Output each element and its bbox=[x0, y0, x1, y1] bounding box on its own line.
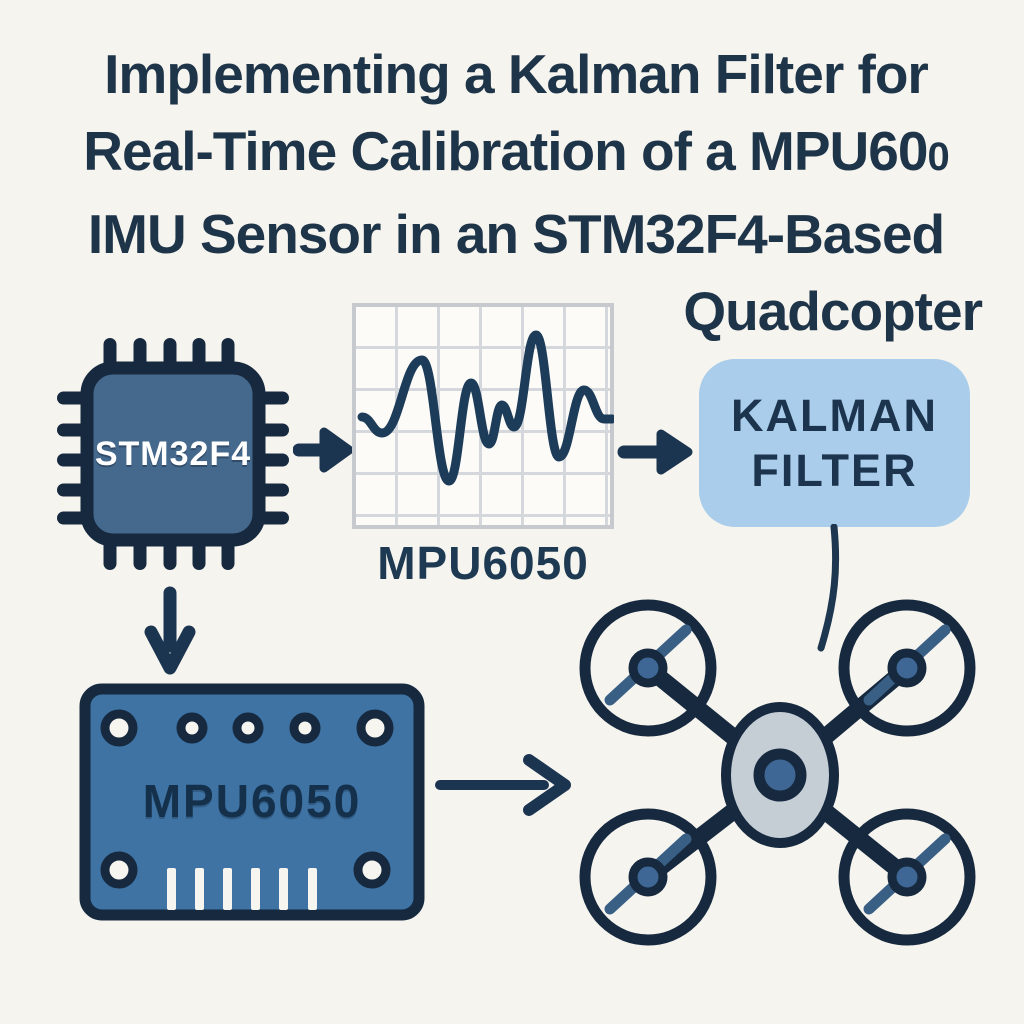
title-line-1: Implementing a Kalman Filter for bbox=[104, 43, 929, 105]
title-line-4: Quadcopter bbox=[683, 280, 983, 342]
kalman-filter-box: KALMAN FILTER bbox=[699, 359, 970, 527]
board-label: MPU6050 bbox=[142, 775, 362, 827]
chip-pins-and-body bbox=[57, 338, 289, 570]
arrow-down-icon bbox=[144, 586, 196, 675]
title-line-3: IMU Sensor in an STM32F4-Based bbox=[87, 203, 945, 265]
kalman-to-quadcopter-connector bbox=[817, 524, 840, 652]
arrow-right-icon bbox=[293, 427, 354, 473]
mpu6050-board-icon: MPU6050 bbox=[78, 682, 426, 922]
waveform-caption: MPU6050 bbox=[377, 537, 589, 589]
stm32f4-chip-icon: STM32F4 bbox=[57, 338, 289, 570]
signal-trace bbox=[357, 330, 614, 486]
kalman-label-line-1: KALMAN bbox=[731, 390, 938, 441]
title-line-2-suffix: 0 bbox=[927, 135, 949, 179]
kalman-label-line-2: FILTER bbox=[751, 445, 918, 496]
signal-waveform-icon bbox=[352, 303, 614, 529]
page-title: Implementing a Kalman Filter for Real-Ti… bbox=[22, 36, 1010, 350]
board-shape bbox=[79, 683, 425, 921]
title-line-2: Real-Time Calibration of a MPU600 bbox=[83, 120, 949, 182]
quadcopter-icon bbox=[579, 599, 976, 946]
chip-label: STM32F4 bbox=[94, 434, 252, 473]
arrow-right-icon bbox=[617, 429, 693, 475]
arrow-right-icon bbox=[435, 754, 571, 816]
